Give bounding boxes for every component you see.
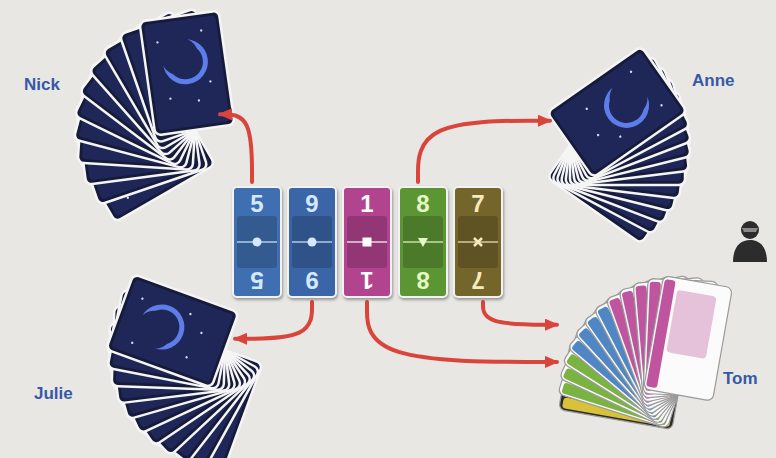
card-number: 7 [455,268,501,292]
game-card: 88 [398,186,448,298]
game-card: 55 [232,186,282,298]
card-number: 7 [455,192,501,216]
card-number: 1 [344,268,390,292]
card-fan [547,46,692,243]
card-fan [106,274,263,458]
hand-card [106,274,239,387]
card-number: 5 [234,192,280,216]
deal-arrow [483,302,557,325]
deal-arrow [220,114,252,182]
card-number: 8 [400,268,446,292]
player-name: Julie [32,385,75,404]
hand-card [644,276,733,401]
card-number: 5 [234,268,280,292]
card-number: 9 [289,268,335,292]
card-number: 9 [289,192,335,216]
game-card: 77 [453,186,503,298]
deal-arrow [367,302,557,362]
player-name: Tom [721,370,760,389]
hand-card [139,11,234,136]
player-hand: Anne [553,10,743,215]
card-fan [558,275,733,430]
deal-arrow [235,302,312,339]
hand-card [102,11,229,151]
card-number: 8 [400,192,446,216]
player-hand: Julie [92,262,232,454]
deal-arrow [418,121,550,182]
card-fan [73,8,234,222]
game-card: 11 [342,186,392,298]
hand-card [119,8,232,143]
commander-token [733,221,767,262]
player-hand: Tom [560,258,720,454]
game-card: 99 [287,186,337,298]
player-hand: Nick [60,10,217,232]
player-name: Nick [22,76,62,95]
card-number: 1 [344,192,390,216]
hand-card [547,46,687,177]
player-name: Anne [690,72,737,91]
